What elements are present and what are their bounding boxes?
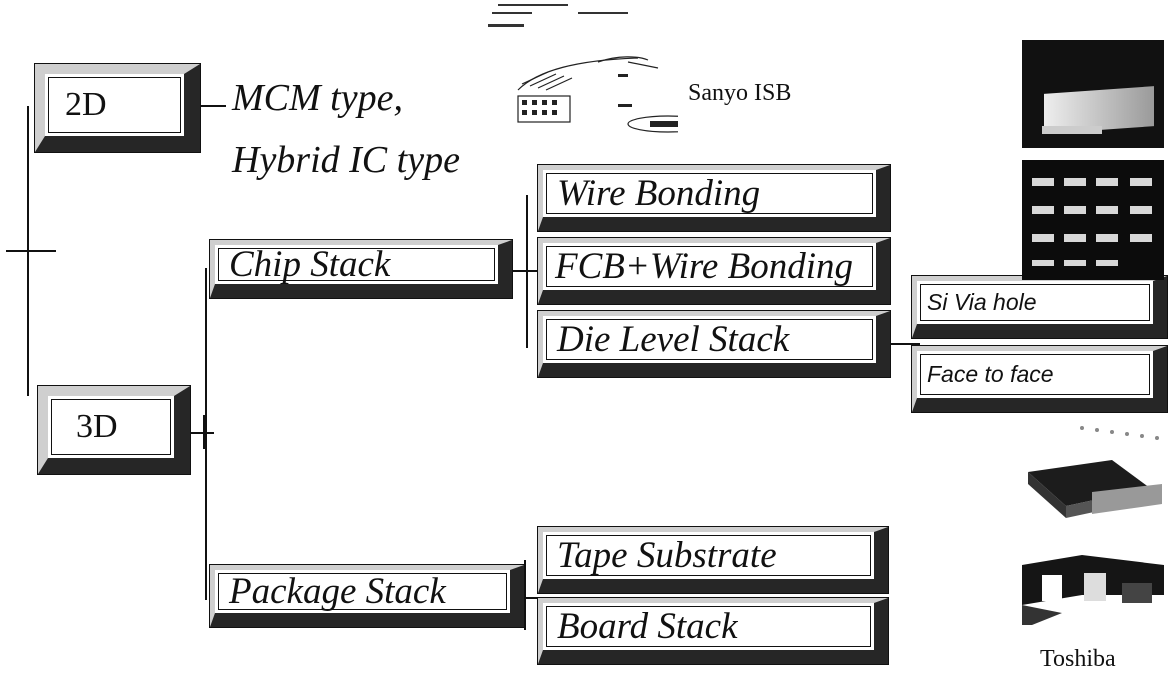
photo-chip-array bbox=[1022, 160, 1164, 280]
photo-2d-package bbox=[1022, 40, 1164, 148]
toshiba-label: Toshiba bbox=[1040, 646, 1116, 673]
node-face-to-face: Face to face bbox=[912, 346, 1167, 412]
node-package-stack: Package Stack bbox=[210, 565, 524, 627]
node-wire-bonding-label: Wire Bonding bbox=[557, 170, 760, 217]
node-2d: 2D bbox=[35, 64, 200, 152]
node-board-stack: Board Stack bbox=[538, 598, 888, 664]
node-chip-stack-label: Chip Stack bbox=[229, 245, 390, 284]
node-die-level-stack-label: Die Level Stack bbox=[557, 316, 789, 363]
node-tape-substrate-label: Tape Substrate bbox=[557, 532, 777, 579]
sanyo-isb-sketch bbox=[478, 0, 678, 150]
node-3d-label: 3D bbox=[76, 396, 118, 458]
photo-package-stack bbox=[1022, 545, 1164, 627]
node-face-to-face-label: Face to face bbox=[927, 351, 1054, 398]
mcm-annotation-line2: Hybrid IC type bbox=[232, 138, 460, 182]
sanyo-isb-label: Sanyo ISB bbox=[688, 80, 791, 107]
node-wire-bonding: Wire Bonding bbox=[538, 165, 890, 231]
photo-stacked-die bbox=[1022, 420, 1164, 528]
node-chip-stack: Chip Stack bbox=[210, 240, 512, 298]
mcm-annotation-line1: MCM type, bbox=[232, 76, 403, 120]
node-si-via-hole: Si Via hole bbox=[912, 276, 1167, 338]
node-fcb-wire-bonding-label: FCB+Wire Bonding bbox=[555, 243, 853, 290]
node-tape-substrate: Tape Substrate bbox=[538, 527, 888, 593]
node-fcb-wire-bonding: FCB+Wire Bonding bbox=[538, 238, 890, 304]
node-die-level-stack: Die Level Stack bbox=[538, 311, 890, 377]
node-board-stack-label: Board Stack bbox=[557, 603, 738, 650]
node-si-via-hole-label: Si Via hole bbox=[927, 281, 1037, 324]
node-3d: 3D bbox=[38, 386, 190, 474]
node-package-stack-label: Package Stack bbox=[229, 570, 446, 613]
node-2d-label: 2D bbox=[65, 74, 107, 136]
